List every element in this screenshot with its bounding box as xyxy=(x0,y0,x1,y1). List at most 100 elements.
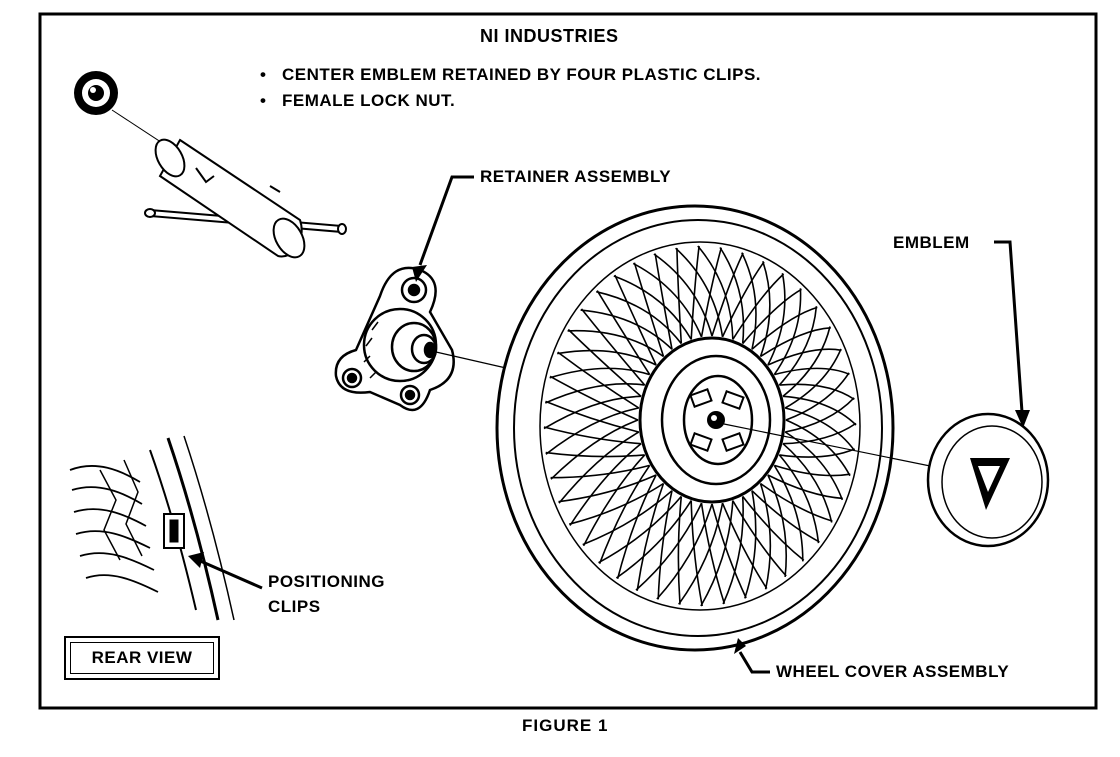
wire-spoke xyxy=(616,474,657,580)
wire-spoke xyxy=(782,326,831,397)
figure-frame xyxy=(38,12,1098,710)
wire-spoke xyxy=(675,247,724,338)
wire-spoke xyxy=(774,367,850,376)
wire-spoke xyxy=(550,464,650,479)
wire-spoke xyxy=(759,260,771,357)
wire-spoke xyxy=(767,474,788,577)
wheel-cover-leader xyxy=(738,651,770,674)
wire-spoke xyxy=(785,419,851,477)
wire-spoke xyxy=(596,290,682,345)
wire-spoke xyxy=(782,422,857,445)
wire-spoke xyxy=(744,490,757,599)
wire-spoke xyxy=(760,327,831,358)
wire-spoke xyxy=(549,375,639,421)
wire-spoke xyxy=(785,372,850,421)
wire-spoke xyxy=(700,247,723,338)
wire-spoke xyxy=(697,245,734,340)
wire-spoke xyxy=(751,490,820,543)
positioning-clips-label-1: POSITIONING xyxy=(268,572,385,591)
wire-spoke xyxy=(653,253,713,337)
wire-spoke xyxy=(633,262,665,357)
wire-spoke xyxy=(544,382,645,404)
wire-spoke xyxy=(759,483,772,590)
wire-spoke xyxy=(785,397,855,433)
wheel-spokes xyxy=(543,245,857,607)
wire-spoke xyxy=(700,500,734,607)
wire-spoke xyxy=(545,407,639,455)
retainer-arrowhead xyxy=(412,265,427,282)
wire-spoke xyxy=(782,443,833,523)
wire-spoke xyxy=(558,431,640,504)
wire-spoke xyxy=(557,349,657,366)
lock-nut-icon xyxy=(74,71,118,115)
wire-spoke xyxy=(690,500,703,607)
wire-spoke xyxy=(778,306,818,386)
wire-spoke xyxy=(782,395,857,426)
positioning-leader xyxy=(197,558,263,590)
rear-view-detail xyxy=(69,435,235,621)
wire-spoke xyxy=(690,245,700,340)
wire-spoke xyxy=(582,454,646,547)
wire-spoke xyxy=(558,474,657,503)
figure-caption: FIGURE 1 xyxy=(522,716,609,735)
wire-spoke xyxy=(582,490,673,546)
wire-spoke xyxy=(774,464,851,477)
wire-spoke xyxy=(657,490,673,600)
diagram-title: NI INDUSTRIES xyxy=(480,26,619,46)
emblem-label: EMBLEM xyxy=(893,233,970,252)
wire-spoke xyxy=(742,495,805,561)
wire-spoke xyxy=(615,500,692,579)
wire-spoke xyxy=(779,448,856,458)
wire-spoke xyxy=(654,253,673,350)
wire-spoke xyxy=(700,502,726,605)
wire-spoke xyxy=(545,400,639,433)
wire-spoke xyxy=(721,502,768,590)
wire-spoke xyxy=(767,273,786,366)
wire-spoke xyxy=(569,443,642,526)
wire-spoke xyxy=(557,351,640,409)
wire-spoke xyxy=(567,329,664,358)
wire-spoke xyxy=(677,496,683,605)
wire-spoke xyxy=(760,482,833,522)
positioning-arrowhead xyxy=(188,552,204,568)
emblem-axis-line xyxy=(723,423,941,469)
wire-spoke xyxy=(568,482,664,525)
wire-spoke xyxy=(632,262,703,338)
wire-spoke xyxy=(545,451,645,458)
wire-spoke xyxy=(779,383,855,401)
rear-view-label: REAR VIEW xyxy=(70,642,214,674)
wire-spoke xyxy=(580,309,673,350)
wheel-cover-assembly-label: WHEEL COVER ASSEMBLY xyxy=(776,662,1010,681)
wire-spoke xyxy=(767,474,843,500)
wire-spoke xyxy=(784,431,844,501)
wheel-cover-arrowhead xyxy=(734,638,746,654)
wire-spoke xyxy=(785,407,856,452)
wire-spoke xyxy=(635,502,703,591)
wire-spoke xyxy=(543,395,642,430)
wire-spoke xyxy=(550,419,639,480)
wire-spoke xyxy=(741,252,757,350)
wire-spoke xyxy=(678,502,724,605)
wire-spoke xyxy=(751,306,818,350)
rear-view-box: REAR VIEW xyxy=(64,636,220,680)
positioning-clips-label-2: CLIPS xyxy=(268,597,321,616)
wire-spoke xyxy=(614,274,657,366)
wire-spoke xyxy=(711,252,744,337)
wire-spoke xyxy=(784,348,842,409)
wire-spoke xyxy=(636,483,665,591)
wire-spoke xyxy=(656,503,713,600)
wire-spoke xyxy=(543,426,642,445)
wire-spoke xyxy=(580,308,646,386)
notes-list: •CENTER EMBLEM RETAINED BY FOUR PLASTIC … xyxy=(258,62,761,114)
bullet-icon: • xyxy=(260,65,267,84)
wire-spoke xyxy=(778,454,820,544)
note-item: •FEMALE LOCK NUT. xyxy=(258,88,761,114)
note-item: •CENTER EMBLEM RETAINED BY FOUR PLASTIC … xyxy=(258,62,761,88)
retainer-axis-line xyxy=(435,351,507,369)
wire-spoke xyxy=(732,273,785,340)
wire-spoke xyxy=(598,495,682,564)
retainer-assembly-label: RETAINER ASSEMBLY xyxy=(480,167,672,186)
wire-spoke xyxy=(721,261,765,338)
